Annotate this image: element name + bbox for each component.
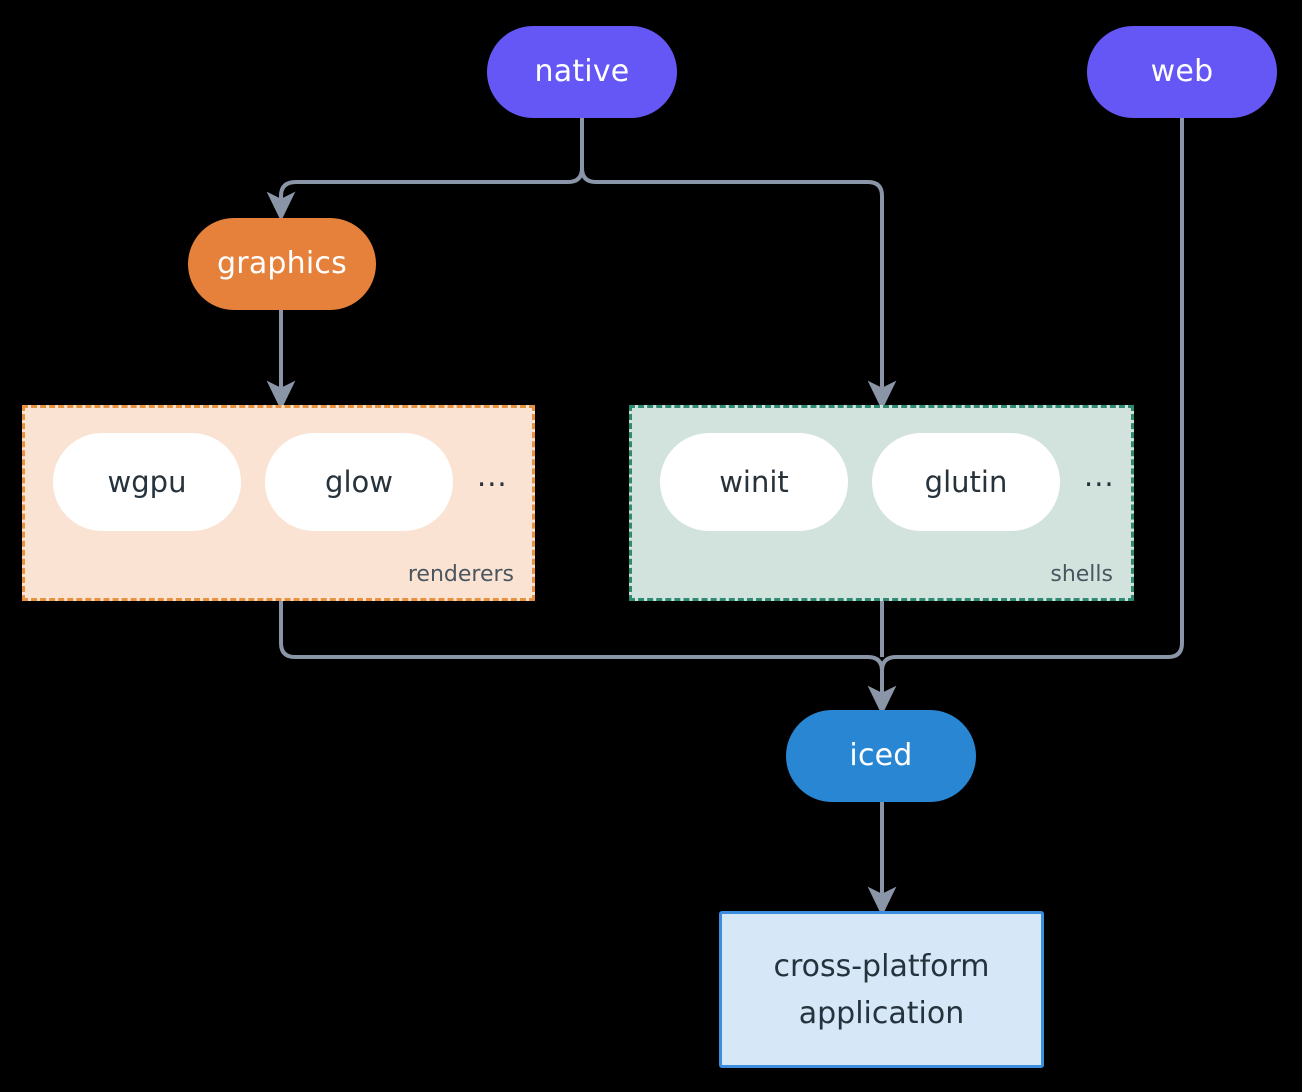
group-shells-items: winit glutin ... [632,433,1115,531]
edge-join-right-curve [880,655,897,672]
chip-wgpu[interactable]: wgpu [53,433,241,531]
group-shells: winit glutin ... shells [629,405,1134,601]
node-native[interactable]: native [487,26,677,118]
edge-native-to-graphics [266,167,584,222]
edge-renderers-to-iced [279,601,868,659]
chip-winit[interactable]: winit [660,433,848,531]
node-web[interactable]: web [1087,26,1277,118]
chip-glutin[interactable]: glutin [872,433,1060,531]
chip-glow[interactable]: glow [265,433,453,531]
edge-join-to-iced [867,655,897,716]
group-renderers-items: wgpu glow ... [25,433,508,531]
renderers-more-icon: ... [477,458,508,493]
shells-more-icon: ... [1084,458,1115,493]
group-shells-label: shells [1050,562,1113,587]
application-line-1: cross-platform [773,948,990,984]
group-renderers: wgpu glow ... renderers [22,405,535,601]
group-renderers-label: renderers [407,562,514,587]
node-iced[interactable]: iced [786,710,976,802]
node-graphics[interactable]: graphics [188,218,376,310]
node-cross-platform-application[interactable]: cross-platform application [719,911,1044,1068]
edge-native-to-shells [580,167,897,411]
application-line-2: application [798,995,965,1031]
